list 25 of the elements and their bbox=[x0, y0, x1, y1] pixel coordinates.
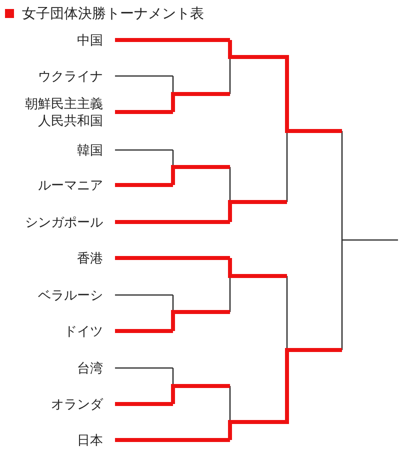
bracket-line bbox=[115, 329, 173, 333]
bracket-line bbox=[115, 149, 173, 151]
team-name: ドイツ bbox=[64, 322, 115, 340]
bracket-line bbox=[115, 367, 173, 369]
team-name: オランダ bbox=[51, 396, 115, 412]
team-name: 韓国 bbox=[77, 142, 115, 158]
team-name: ベラルーシ bbox=[38, 286, 115, 304]
team-name: 日本 bbox=[77, 432, 115, 448]
team-name: シンガポール bbox=[25, 214, 115, 230]
bracket-line bbox=[115, 402, 173, 406]
team-name: 台湾 bbox=[77, 360, 115, 376]
bracket-line bbox=[115, 256, 230, 260]
team-name: ルーマニア bbox=[38, 176, 115, 194]
bracket-line bbox=[115, 75, 173, 77]
bracket-line bbox=[115, 438, 230, 442]
team-name: 朝鮮民主主義人民共和国 bbox=[25, 95, 115, 129]
chart-title: 女子団体決勝トーナメント表 bbox=[22, 4, 204, 22]
bracket-line bbox=[115, 183, 173, 187]
team-name: ウクライナ bbox=[38, 68, 115, 84]
bracket-line bbox=[115, 38, 230, 42]
team-name: 香港 bbox=[77, 250, 115, 266]
bracket-line bbox=[115, 294, 173, 296]
bracket-line bbox=[115, 220, 230, 224]
team-name: 中国 bbox=[77, 32, 115, 48]
bracket-line bbox=[115, 110, 173, 114]
